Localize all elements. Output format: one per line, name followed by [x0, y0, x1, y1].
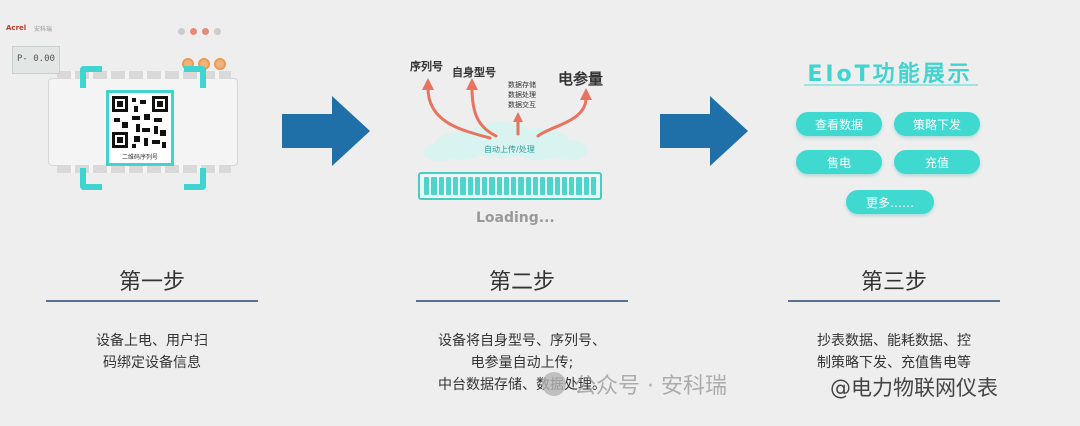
label-electric-params: 电参量 [558, 70, 604, 88]
scan-corner-icon [184, 66, 206, 88]
scan-corner-icon [184, 168, 206, 190]
progress-segment [569, 177, 575, 195]
more-button[interactable]: 更多…… [846, 190, 934, 214]
sell-electricity-button[interactable]: 售电 [796, 150, 882, 174]
progress-segment [496, 177, 502, 195]
policy-issue-button[interactable]: 策略下发 [894, 112, 980, 136]
progress-segment [503, 177, 509, 195]
label-data-exchange: 数据交互 [508, 101, 536, 109]
meter-top-fins [57, 71, 231, 79]
progress-segment [518, 177, 524, 195]
right-arrow-icon [660, 96, 748, 166]
eiot-title-underline [804, 84, 978, 86]
cloud-label: 自动上传/处理 [484, 145, 535, 154]
progress-segment [460, 177, 466, 195]
step2-desc-line: 设备将自身型号、序列号、 [438, 333, 606, 349]
progress-segment [474, 177, 480, 195]
progress-segment [590, 177, 596, 195]
wechat-icon [542, 372, 566, 396]
scan-frame [80, 66, 206, 190]
step2-divider [416, 300, 628, 302]
qr-caption: 二维码序列号 [121, 154, 158, 161]
meter-led [214, 28, 221, 35]
view-data-button[interactable]: 查看数据 [796, 112, 882, 136]
step3-title: 第三步 [860, 270, 927, 295]
meter-bottom-fins [57, 165, 231, 173]
progress-segment [453, 177, 459, 195]
qr-code-icon [106, 90, 174, 166]
progress-segment [561, 177, 567, 195]
progress-segment [540, 177, 546, 195]
step2-title: 第二步 [488, 270, 555, 295]
step1-description: 设备上电、用户扫 码绑定设备信息 [46, 330, 258, 374]
label-data-store: 数据存储 [508, 81, 536, 89]
label-serial: 序列号 [410, 60, 443, 73]
meter-lcd: P- 0.00 [12, 46, 60, 74]
progress-segment [547, 177, 553, 195]
step2-desc-line: 电参量自动上传; [470, 355, 574, 371]
recharge-button[interactable]: 充值 [894, 150, 980, 174]
progress-segment [445, 177, 451, 195]
loading-progress-bar [418, 172, 602, 200]
progress-segment [438, 177, 444, 195]
meter-led [190, 28, 197, 35]
progress-segment [482, 177, 488, 195]
progress-segment [511, 177, 517, 195]
step1-desc-line: 码绑定设备信息 [103, 355, 201, 371]
progress-segment [532, 177, 538, 195]
step3-desc-line: 抄表数据、能耗数据、控 [817, 333, 971, 349]
watermark-handle: @电力物联网仪表 [830, 376, 998, 400]
eiot-title: EIoT功能展示 [807, 62, 973, 87]
meter-led [178, 28, 185, 35]
progress-segment [467, 177, 473, 195]
step3-description: 抄表数据、能耗数据、控 制策略下发、充值售电等 [778, 330, 1010, 374]
label-model: 自身型号 [452, 66, 496, 79]
meter-led [202, 28, 209, 35]
progress-segment [554, 177, 560, 195]
scan-corner-icon [80, 168, 102, 190]
progress-segment [424, 177, 430, 195]
step1-divider [46, 300, 258, 302]
meter-brand: Acrel [6, 24, 27, 32]
label-data-process: 数据处理 [508, 91, 536, 99]
right-arrow-icon [282, 96, 370, 166]
progress-segment [583, 177, 589, 195]
step1-title: 第一步 [118, 270, 185, 295]
progress-segment [525, 177, 531, 195]
progress-segment [576, 177, 582, 195]
step3-desc-line: 制策略下发、充值售电等 [817, 355, 971, 371]
step1-desc-line: 设备上电、用户扫 [96, 333, 208, 349]
loading-text: Loading... [476, 210, 555, 226]
step3-divider [788, 300, 1000, 302]
scan-corner-icon [80, 66, 102, 88]
meter-brand-sub: 安科瑞 [34, 26, 53, 33]
progress-segment [489, 177, 495, 195]
progress-segment [431, 177, 437, 195]
watermark-account: 公众号 · 安科瑞 [574, 374, 727, 399]
upload-arrows-diagram [422, 78, 592, 161]
meter-button [214, 58, 226, 70]
